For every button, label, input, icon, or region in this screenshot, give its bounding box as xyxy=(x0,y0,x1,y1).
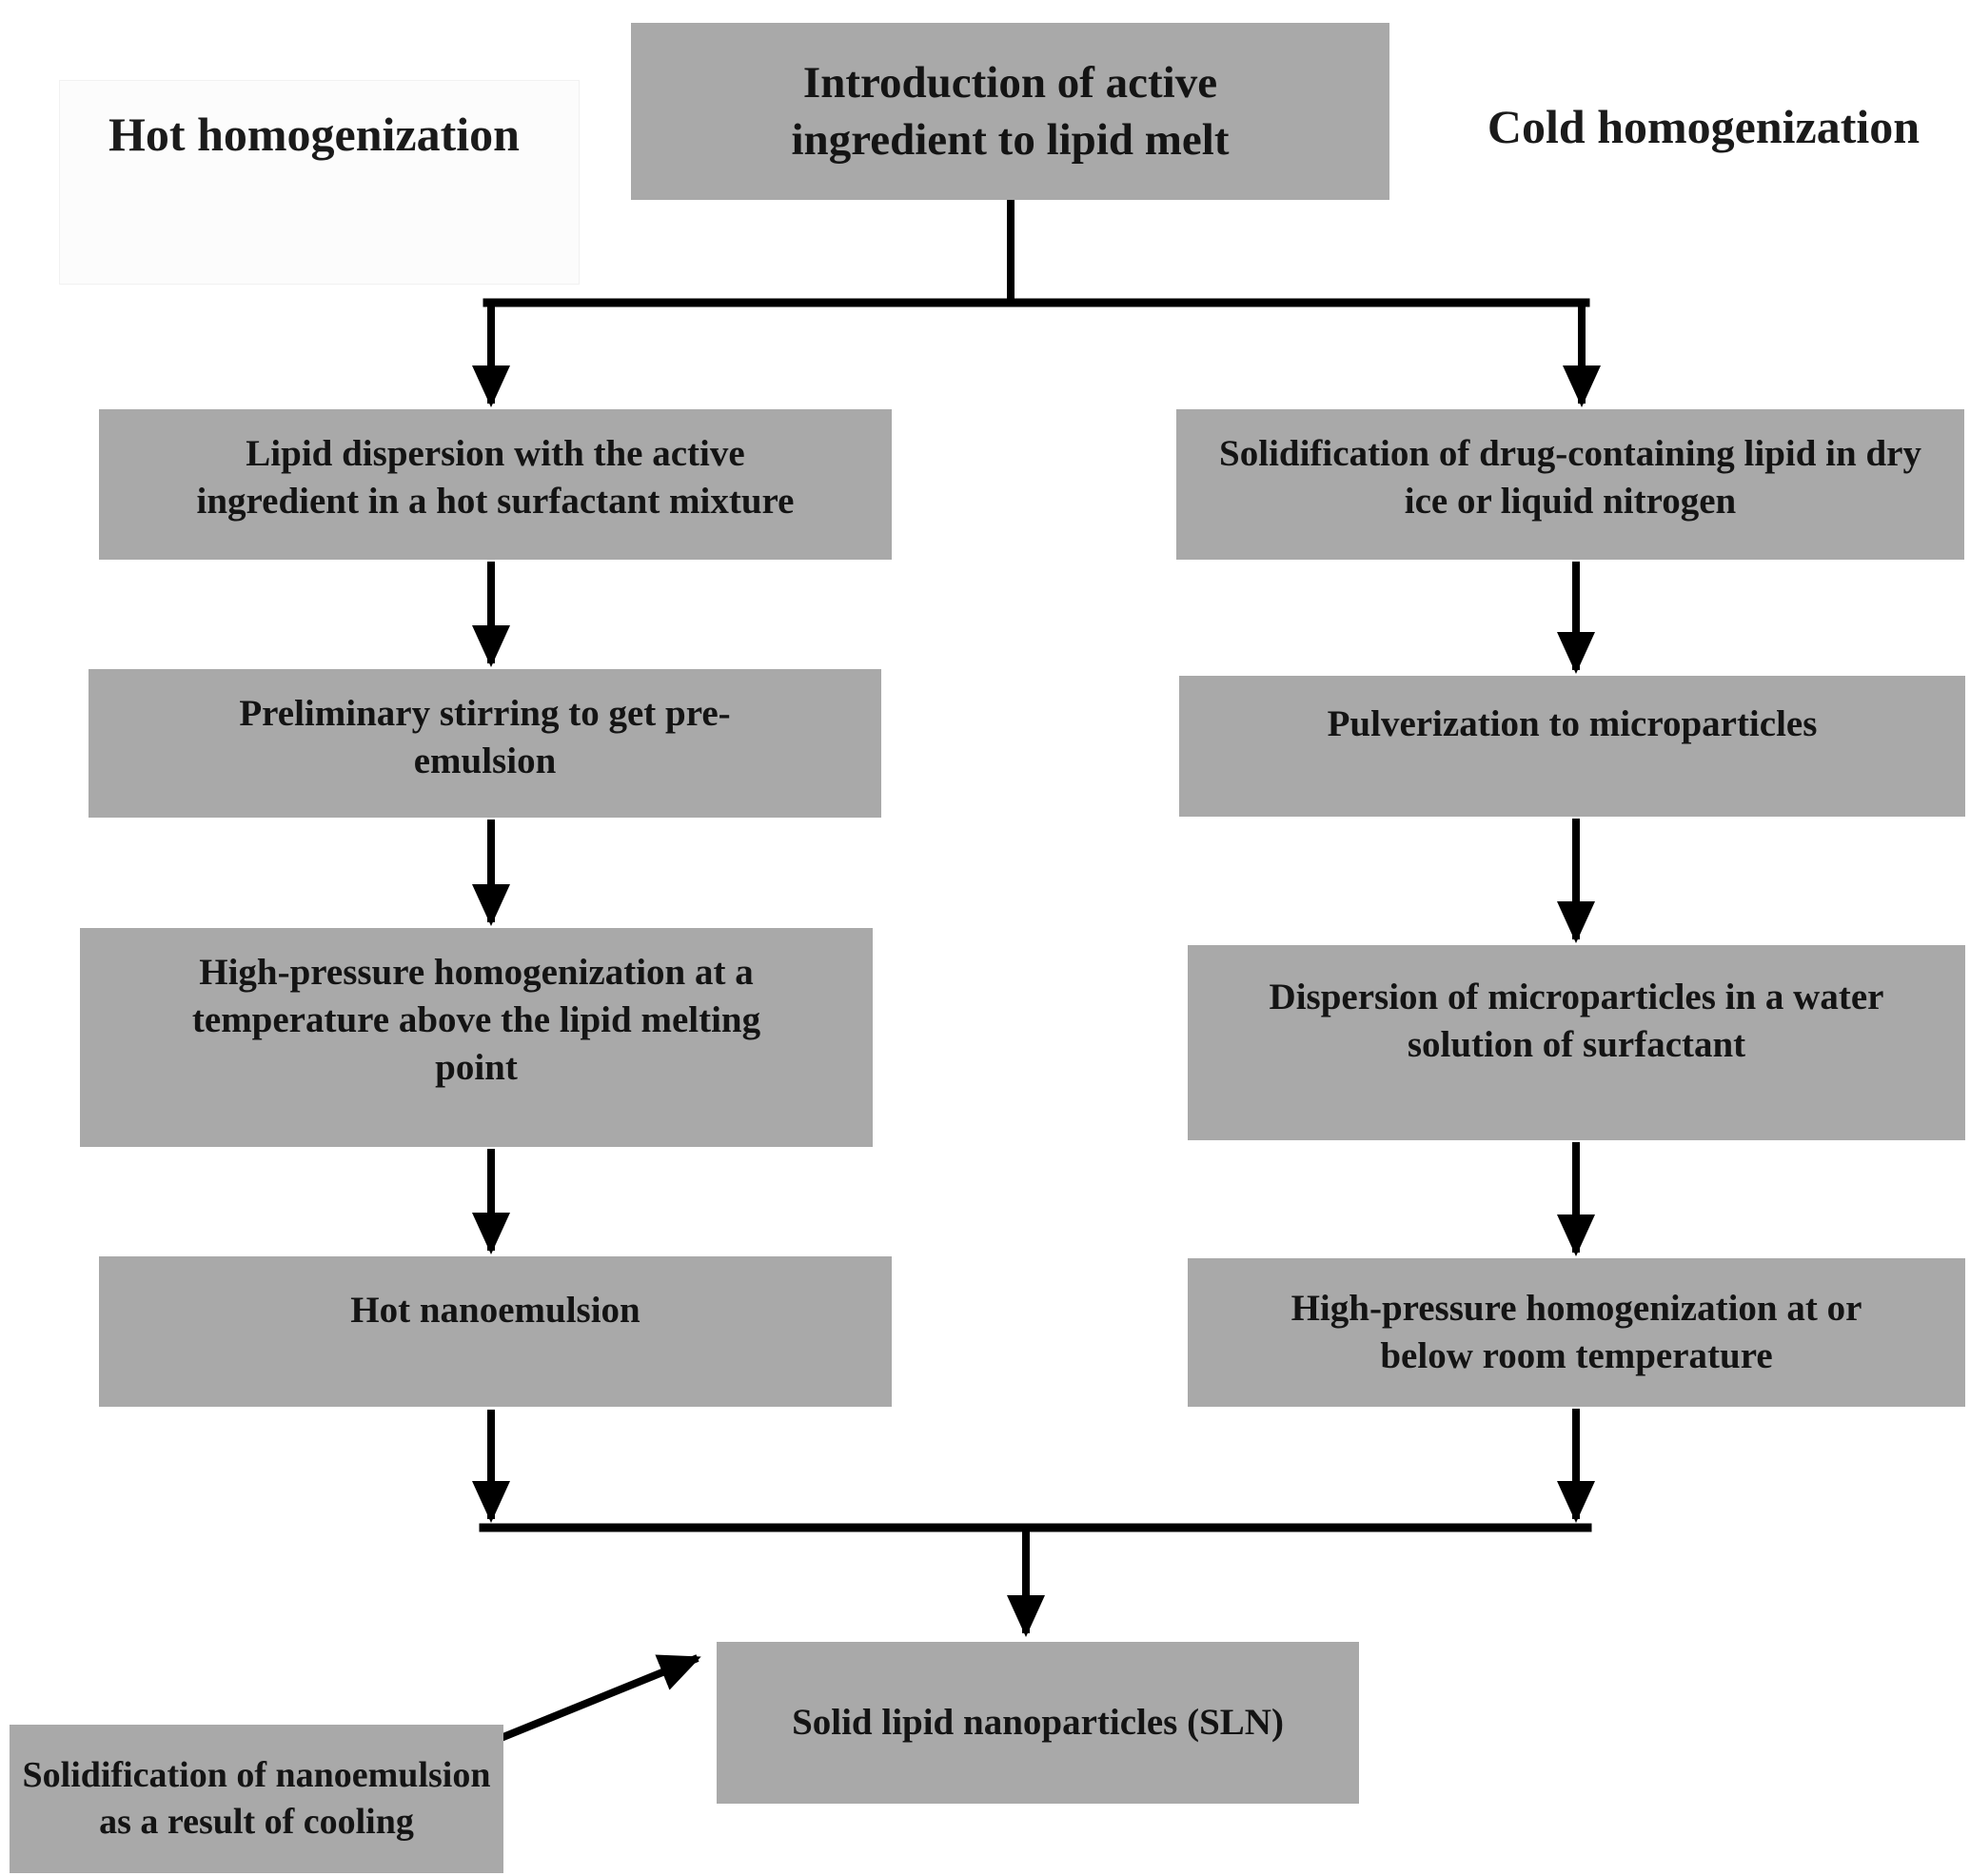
node-hot-step-3: High-pressure homogenization at a temper… xyxy=(80,928,873,1147)
node-cold-step-4: High-pressure homogenization at or below… xyxy=(1188,1258,1965,1407)
node-cold-step-3: Dispersion of microparticles in a water … xyxy=(1188,945,1965,1140)
node-cold-step-1: Solidification of drug-containing lipid … xyxy=(1176,409,1964,560)
label-hot-homogenization: Hot homogenization xyxy=(108,108,520,161)
node-cold-step-2: Pulverization to microparticles xyxy=(1179,676,1965,817)
label-cold-homogenization: Cold homogenization xyxy=(1487,100,1921,153)
hot-label-panel xyxy=(59,80,580,285)
node-sln-result: Solid lipid nanoparticles (SLN) xyxy=(717,1642,1359,1804)
node-hot-step-4: Hot nanoemulsion xyxy=(99,1256,892,1407)
node-hot-step-2: Preliminary stirring to get pre-emulsion xyxy=(89,669,881,818)
node-hot-step-1: Lipid dispersion with the active ingredi… xyxy=(99,409,892,560)
node-cooling-solidification: Solidification of nanoemulsion as a resu… xyxy=(10,1725,503,1873)
node-introduction: Introduction of active ingredient to lip… xyxy=(631,23,1389,200)
